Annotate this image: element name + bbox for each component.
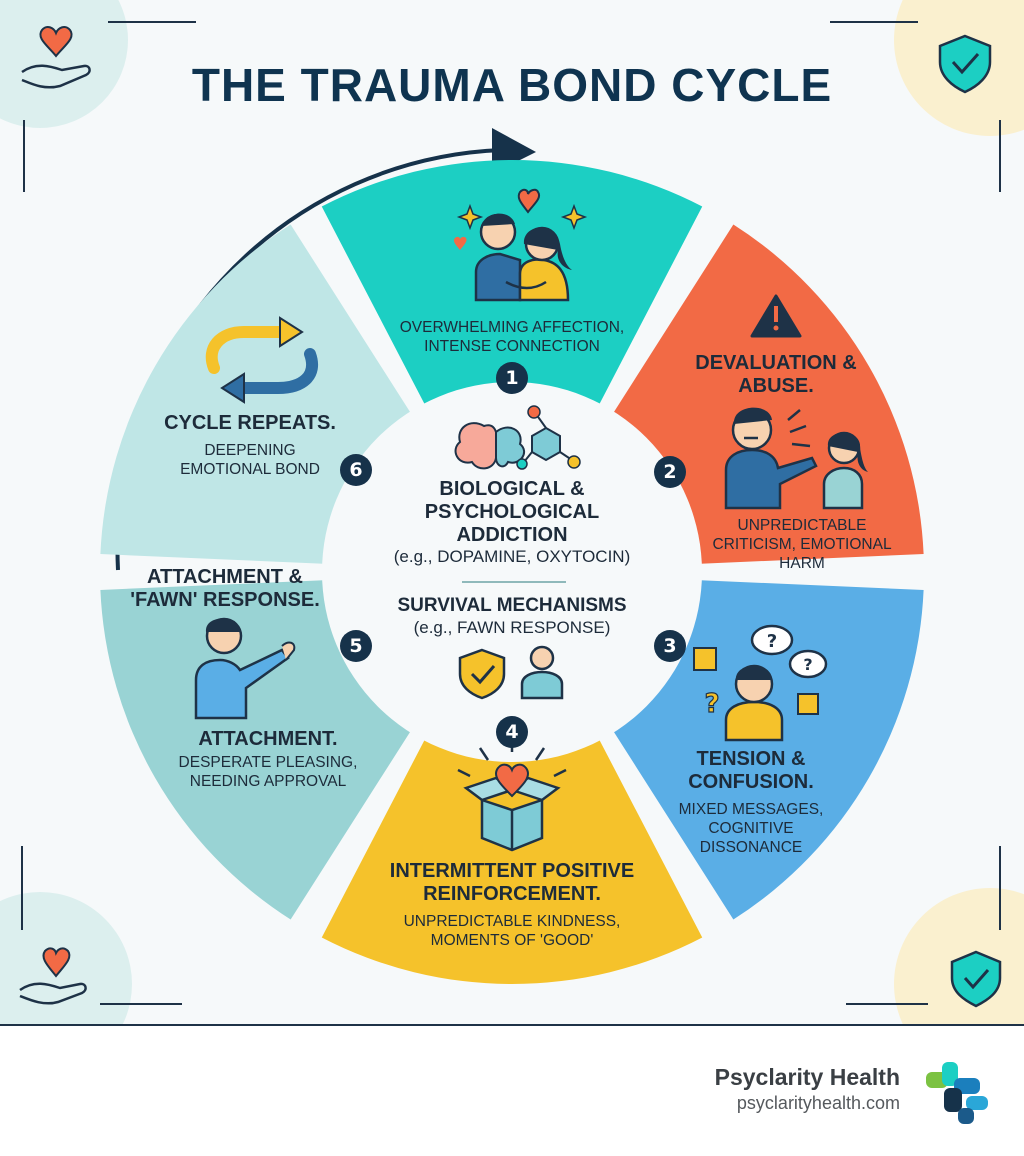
brain-icon: [454, 422, 526, 470]
molecule-icon: [516, 405, 581, 470]
svg-text:?: ?: [803, 655, 812, 674]
stage-3-subtitle: MIXED MESSAGES, COGNITIVE DISSONANCE: [678, 801, 824, 856]
stage-3-segment: [611, 580, 924, 920]
stage-5-title2: ATTACHMENT.: [198, 728, 338, 750]
stage-5-title-box: ATTACHMENT & 'FAWN' RESPONSE.: [130, 566, 320, 612]
center-survival: SURVIVAL MECHANISMS (e.g., FAWN RESPONSE…: [382, 594, 642, 638]
stage-3-text: TENSION & CONFUSION. MIXED MESSAGES, COG…: [666, 748, 836, 857]
shouting-person-icon: [724, 407, 818, 510]
page-title: THE TRAUMA BOND CYCLE: [191, 59, 833, 111]
center-addiction-sub: (e.g., DOPAMINE, OXYTOCIN): [393, 547, 631, 566]
stage-5-text: ATTACHMENT. DESPERATE PLEASING, NEEDING …: [168, 728, 368, 791]
footer: [0, 1024, 1024, 1156]
brand-url: psyclarityhealth.com: [736, 1093, 900, 1113]
stage-2-subtitle: UNPREDICTABLE CRITICISM, EMOTIONAL HARM: [712, 517, 892, 572]
stage-2-subtitle-box: UNPREDICTABLE CRITICISM, EMOTIONAL HARM: [712, 516, 892, 573]
stage-1-number: 1: [496, 362, 528, 394]
stage-6-subtitle: DEEPENING EMOTIONAL BOND: [180, 442, 320, 478]
stage-3-number: 3: [654, 630, 686, 662]
repeat-arrows-icon: [205, 316, 318, 404]
stage-6-title: CYCLE REPEATS.: [164, 412, 336, 434]
stage-6-segment: [100, 224, 413, 564]
center-addiction: BIOLOGICAL & PSYCHOLOGICAL ADDICTION: [412, 478, 612, 547]
stage-4-number: 4: [496, 716, 528, 748]
heart-hand-icon: [19, 947, 87, 1005]
reaching-person-icon: [194, 617, 296, 720]
scared-person-icon: [822, 431, 868, 510]
cycle-diagram: ? ? ?: [0, 0, 1024, 1024]
center-survival-title: SURVIVAL MECHANISMS: [397, 595, 627, 616]
corner-bg-top-left: [0, 0, 128, 128]
corner-lines: [21, 21, 1001, 1005]
brand-logo-icon: [926, 1062, 988, 1124]
stage-4-subtitle: UNPREDICTABLE KINDNESS, MOMENTS OF 'GOOD…: [403, 913, 621, 949]
stage-2-title: DEVALUATION & ABUSE.: [686, 352, 866, 398]
svg-text:?: ?: [704, 689, 719, 719]
stage-1-text: OVERWHELMING AFFECTION, INTENSE CONNECTI…: [392, 318, 632, 356]
stage-1-subtitle: OVERWHELMING AFFECTION, INTENSE CONNECTI…: [399, 319, 625, 355]
couple-hug-icon: [453, 188, 588, 302]
stage-4-segment: [321, 736, 703, 985]
stage-2-number: 2: [654, 456, 686, 488]
center-circle: [322, 382, 702, 762]
center-addiction-title: BIOLOGICAL & PSYCHOLOGICAL ADDICTION: [424, 478, 600, 546]
stage-5-number: 5: [340, 630, 372, 662]
shield-check-icon: [950, 950, 1002, 1008]
gift-box-heart-icon: [457, 738, 567, 852]
stage-5-subtitle: DESPERATE PLEASING, NEEDING APPROVAL: [178, 754, 358, 790]
stage-3-title: TENSION & CONFUSION.: [688, 748, 814, 793]
svg-text:?: ?: [767, 631, 777, 652]
stage-4-title: INTERMITTENT POSITIVE REINFORCEMENT.: [389, 860, 635, 905]
person-icon: [520, 645, 564, 700]
confused-person-icon: ? ? ?: [693, 624, 828, 742]
stage-5-segment: [100, 580, 413, 920]
center-survival-sub: (e.g., FAWN RESPONSE): [413, 618, 611, 637]
infographic-frame: ? ? ?: [0, 0, 1024, 1024]
brand-name: Psyclarity Health: [714, 1064, 900, 1090]
stage-6-number: 6: [340, 454, 372, 486]
shield-check-icon: [458, 648, 506, 700]
heart-hand-icon: [21, 26, 91, 89]
shield-check-icon: [938, 34, 992, 94]
stage-5-title: ATTACHMENT & 'FAWN' RESPONSE.: [130, 566, 320, 611]
center-addiction-sub-box: (e.g., DOPAMINE, OXYTOCIN): [372, 546, 652, 567]
warning-icon: [750, 294, 802, 338]
stage-6-text: CYCLE REPEATS. DEEPENING EMOTIONAL BOND: [150, 412, 350, 479]
stage-2-title-text: DEVALUATION & ABUSE.: [695, 352, 857, 397]
stage-4-text: INTERMITTENT POSITIVE REINFORCEMENT. UNP…: [376, 860, 648, 950]
